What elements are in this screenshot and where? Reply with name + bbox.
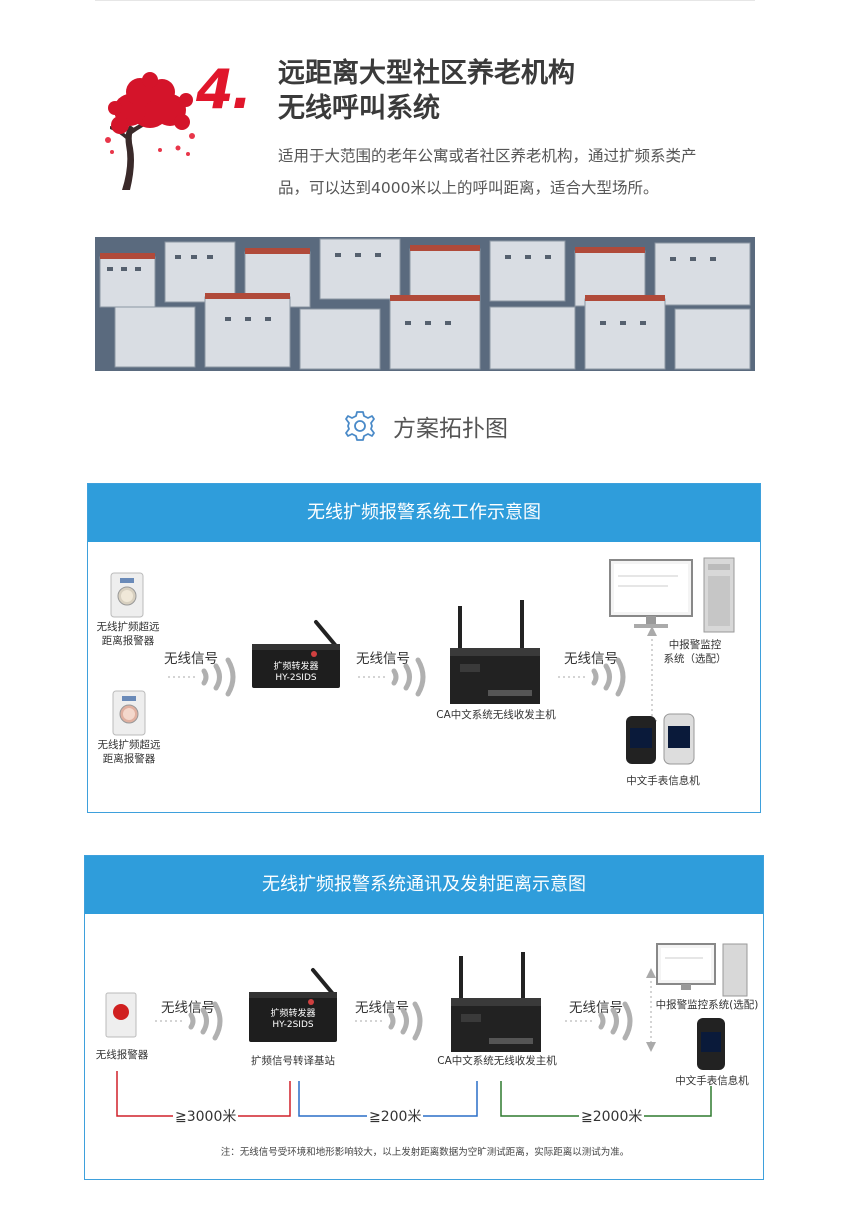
watch-icon: [626, 713, 695, 765]
city-buildings-illustration: [95, 237, 755, 371]
alarm-button-icon: [112, 690, 146, 736]
relay-label-line2: HY-2SIDS: [272, 1020, 314, 1030]
alarm-button-icon: [110, 572, 144, 618]
topology-title: 方案拓扑图: [393, 416, 509, 442]
computer-monitor-icon: [656, 943, 748, 997]
diagram-working-principle: 无线扩频报警系统工作示意图 无线扩频超远 距离报警器 无线扩频超远 距离报警器 …: [87, 483, 761, 813]
diagram2-title: 无线扩频报警系统通讯及发射距离示意图: [85, 856, 763, 914]
desc-line-2: 品，可以达到4000米以上的呼叫距离，适合大型场所。: [278, 179, 659, 197]
signal-waves-icon: [155, 1001, 223, 1041]
section-number: 4.: [196, 58, 252, 121]
desc-line-1: 适用于大范围的老年公寓或者社区养老机构，通过扩频系类产: [278, 147, 697, 165]
branch-arrows: [646, 968, 656, 1052]
alarm2-label-line1: 无线扩频超远: [97, 739, 161, 751]
distance-2000: ≧2000米: [579, 1106, 645, 1126]
diagram-distance: 无线扩频报警系统通讯及发射距离示意图 无线报警器 无线信号 扩频转发器 HY-2…: [84, 855, 764, 1180]
distance-3000: ≧3000米: [173, 1106, 239, 1126]
signal-waves-icon: [565, 1001, 633, 1041]
page-title: 远距离大型社区养老机构 无线呼叫系统: [278, 56, 575, 126]
signal-label: 无线信号: [164, 651, 218, 667]
diagram1-title: 无线扩频报警系统工作示意图: [88, 484, 760, 542]
relay-label-line1: 扩频转发器: [270, 1009, 316, 1019]
signal-label: 无线信号: [355, 1000, 409, 1016]
station-label: 扩频信号转译基站: [251, 1055, 335, 1067]
alarm1-label-line1: 无线扩频超远: [96, 621, 160, 633]
relay-label-line2: HY-2SIDS: [275, 673, 317, 683]
relay-label: 扩频转发器 HY-2SIDS: [258, 662, 334, 684]
signal-waves-icon: [358, 657, 426, 697]
relay-device-icon: [249, 968, 337, 1042]
top-divider: [95, 0, 755, 1]
relay-label-line1: 扩频转发器: [273, 662, 319, 672]
alarm1-label: 无线扩频超远 距离报警器: [90, 620, 166, 648]
signal-waves-icon: [558, 657, 626, 697]
host-label: CA中文系统无线收发主机: [437, 1055, 557, 1067]
heart-tree-icon: [105, 72, 195, 190]
city-aerial-photo: [95, 237, 755, 371]
computer-monitor-icon: [609, 557, 735, 633]
footnote: 注：无线信号受环境和地形影响较大，以上发射距离数据为空旷测试距离，实际距离以测试…: [220, 1147, 630, 1158]
monitor-label: 中报警监控 系统（选配）: [653, 638, 737, 666]
signal-label: 无线信号: [564, 651, 618, 667]
alarm2-label-line2: 距离报警器: [102, 753, 156, 765]
watch-label: 中文手表信息机: [675, 1075, 749, 1087]
signal-label: 无线信号: [356, 651, 410, 667]
topology-heading: 方案拓扑图: [0, 408, 850, 448]
gear-icon: [345, 411, 375, 441]
title-line-1: 远距离大型社区养老机构: [278, 58, 575, 89]
monitor-label-line2: 系统（选配）: [663, 653, 727, 665]
alarm2-label: 无线扩频超远 距离报警器: [91, 738, 167, 766]
host-label: CA中文系统无线收发主机: [436, 709, 556, 721]
signal-label: 无线信号: [569, 1000, 623, 1016]
signal-waves-icon: [168, 657, 236, 697]
alarm-button-icon: [105, 992, 137, 1038]
monitor-label-line1: 中报警监控: [668, 639, 722, 651]
description: 适用于大范围的老年公寓或者社区养老机构，通过扩频系类产 品，可以达到4000米以…: [278, 140, 778, 204]
monitor-label: 中报警监控系统(选配): [655, 999, 759, 1011]
distance-200: ≧200米: [367, 1106, 424, 1126]
signal-waves-icon: [355, 1001, 423, 1041]
alarm-label: 无线报警器: [95, 1049, 149, 1061]
watch-label: 中文手表信息机: [626, 775, 700, 787]
relay-label: 扩频转发器 HY-2SIDS: [255, 1009, 331, 1031]
host-device-icon: [451, 952, 541, 1052]
relay-device-icon: [252, 620, 340, 688]
host-device-icon: [450, 600, 540, 704]
watch-icon: [697, 1018, 725, 1070]
alarm1-label-line2: 距离报警器: [101, 635, 155, 647]
title-line-2: 无线呼叫系统: [278, 93, 440, 124]
